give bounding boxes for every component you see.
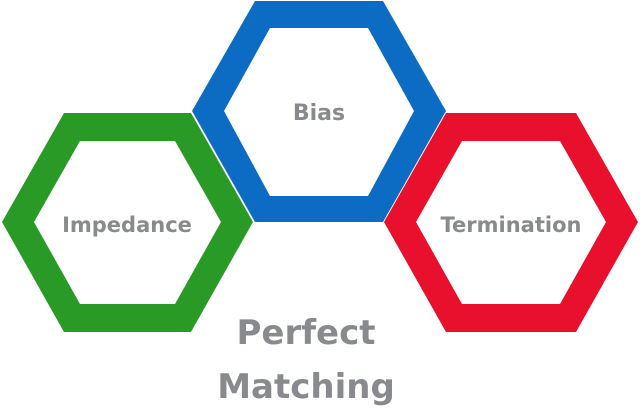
bias-label: Bias (293, 101, 345, 126)
title-line-2: Matching (217, 367, 395, 407)
impedance-label: Impedance (62, 213, 192, 237)
impedance-hexagon (2, 113, 253, 332)
termination-label: Termination (441, 213, 582, 237)
title-line-1: Perfect (236, 313, 375, 353)
